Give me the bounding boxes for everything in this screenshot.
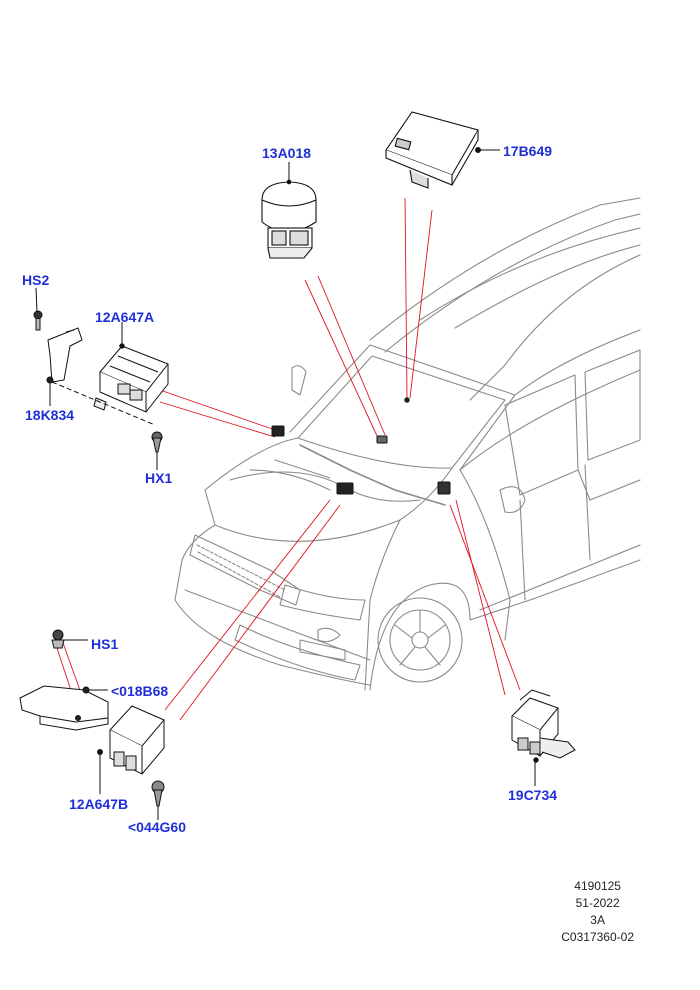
part-12a647b-group: [19, 629, 165, 807]
part-12a647a-group: [33, 310, 169, 453]
marker-13a018: [376, 435, 388, 444]
marker-12a647a: [271, 425, 285, 437]
reference-number: 4190125: [574, 879, 621, 893]
vehicle-outline: [174, 197, 641, 691]
label-hs2: HS2: [22, 272, 49, 288]
reference-revision: 3A: [590, 913, 605, 927]
label-17b649: 17B649: [503, 143, 552, 159]
label-hx1: HX1: [145, 470, 172, 486]
part-13a018-icon: [261, 179, 317, 259]
label-12a647b: 12A647B: [69, 796, 128, 812]
label-044g60: <044G60: [128, 819, 186, 835]
marker-17b649: [404, 397, 410, 403]
drawing-reference-block: 4190125 51-2022 3A C0317360-02: [561, 878, 634, 946]
label-018b68: <018B68: [111, 683, 168, 699]
label-19c734: 19C734: [508, 787, 557, 803]
label-12a647a: 12A647A: [95, 309, 154, 325]
marker-12a647b: [336, 482, 354, 495]
marker-19c734: [437, 481, 451, 495]
reference-date: 51-2022: [575, 896, 620, 910]
part-17b649-icon: [385, 111, 481, 189]
part-19c734-icon: [511, 689, 576, 763]
label-hs1: HS1: [91, 636, 118, 652]
callout-lines: [35, 149, 536, 820]
part-markers: [271, 397, 451, 495]
label-13a018: 13A018: [262, 145, 311, 161]
reference-drawing-code: C0317360-02: [561, 930, 634, 944]
label-18k834: 18K834: [25, 407, 74, 423]
